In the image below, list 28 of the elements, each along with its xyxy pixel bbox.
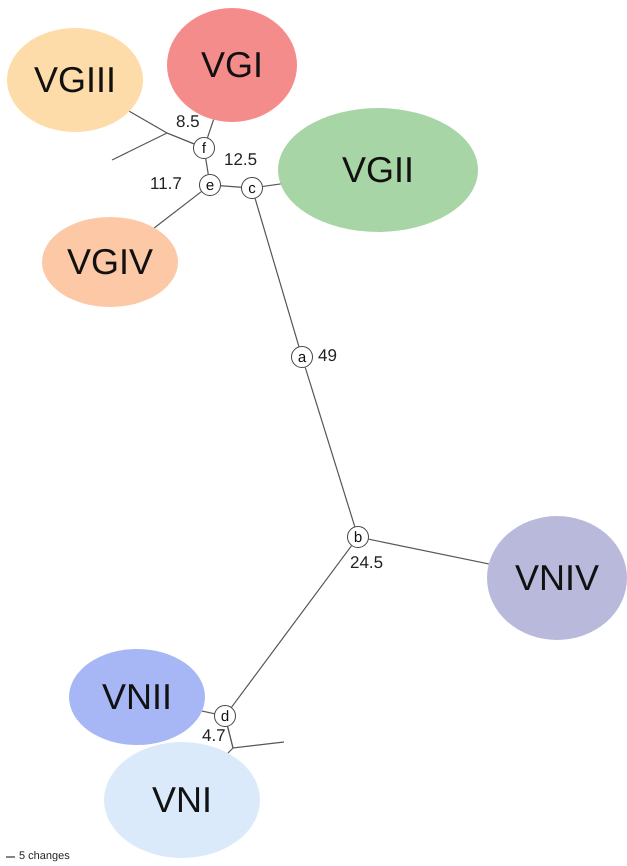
tree-branch: [206, 119, 214, 138]
cluster-ellipse: VGII: [278, 108, 478, 232]
scale-label: 5 changes: [19, 850, 70, 862]
cluster-ellipse: VGIII: [7, 28, 143, 132]
cluster-ellipse: VNI: [104, 742, 260, 858]
tree-branch: [220, 185, 242, 188]
branch-length: 24.5: [350, 553, 384, 573]
cluster-ellipse: VNIV: [487, 516, 627, 640]
tree-branch: [368, 538, 489, 565]
branch-length: 12.5: [224, 150, 258, 170]
tree-branch: [205, 158, 209, 174]
branch-node-circle: d: [214, 705, 236, 727]
branch-length: 11.7: [150, 174, 182, 194]
tree-branch: [231, 545, 352, 708]
tree-branch: [154, 191, 202, 228]
branch-node-circle: e: [199, 174, 221, 196]
tree-branch: [254, 198, 300, 347]
tree-branch: [262, 183, 281, 188]
branch-node-circle: f: [193, 137, 215, 159]
tree-branch: [112, 132, 194, 161]
tree-branch: [227, 726, 284, 749]
branch-node-circle: c: [241, 177, 263, 199]
tree-branch: [202, 710, 214, 714]
branch-length: 49: [318, 346, 337, 366]
branch-node-circle: a: [291, 346, 313, 368]
branch-node-circle: b: [347, 526, 369, 548]
tree-branch: [304, 367, 356, 527]
cluster-ellipse: VGIV: [42, 217, 178, 307]
